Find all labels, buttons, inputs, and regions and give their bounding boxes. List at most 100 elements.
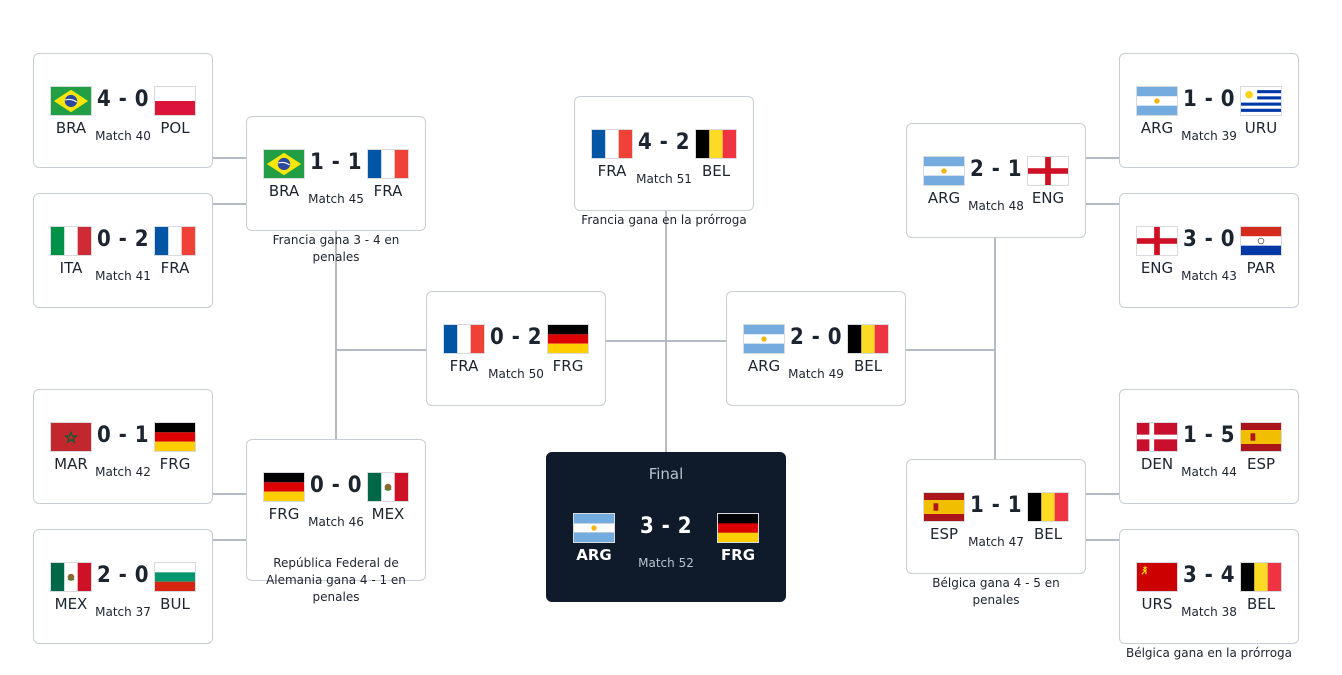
team-code-away: FRG [720,546,756,564]
team-code-home: FRA [597,162,627,180]
team-code-home: MEX [54,595,88,613]
england-flag-icon [1027,156,1069,186]
team-code-away: BEL [1033,525,1063,543]
team-code-home: FRA [449,357,479,375]
argentina-flag-icon [573,513,615,543]
match-label: Match 48 [968,199,1024,213]
team-code-away: FRG [552,357,584,375]
bulgaria-flag-icon [154,562,196,592]
match-card-49[interactable]: ARG BEL 2 - 0 Match 49 [726,291,906,406]
germany-flag-icon [154,422,196,452]
match-label: Match 37 [95,605,151,619]
team-code-away: PAR [1246,259,1276,277]
match-score: 1 - 1 [969,493,1023,518]
italy-flag-icon [50,226,92,256]
team-code-away: ESP [1246,455,1276,473]
connector-line [1085,493,1120,495]
match-note: Bélgica gana en la prórroga [1125,646,1293,660]
team-code-home: ENG [1140,259,1174,277]
match-label: Match 39 [1181,129,1237,143]
germany-flag-icon [717,513,759,543]
match-label: Match 49 [788,367,844,381]
mexico-flag-icon [367,472,409,502]
connector-line [1085,157,1120,159]
team-code-home: ARG [747,357,781,375]
team-code-home: ARG [576,546,612,564]
team-code-home: BRA [268,182,300,200]
match-card-37[interactable]: MEX BUL 2 - 0 Match 37 [33,529,213,644]
germany-flag-icon [547,324,589,354]
match-card-48[interactable]: ARG ENG 2 - 1 Match 48 [906,123,1086,238]
argentina-flag-icon [1136,86,1178,116]
france-flag-icon [367,149,409,179]
final-title: Final [648,465,684,483]
match-label: Match 40 [95,129,151,143]
mexico-flag-icon [50,562,92,592]
uruguay-flag-icon [1240,86,1282,116]
france-flag-icon [154,226,196,256]
match-label: Match 52 [638,556,694,570]
germany-flag-icon [263,472,305,502]
paraguay-flag-icon [1240,226,1282,256]
belgium-flag-icon [1240,562,1282,592]
team-code-home: BRA [55,119,87,137]
team-code-away: FRA [373,182,403,200]
match-score: 3 - 0 [1182,227,1236,252]
spain-flag-icon [923,492,965,522]
team-code-away: BEL [853,357,883,375]
match-label: Match 47 [968,535,1024,549]
team-code-away: BUL [160,595,190,613]
match-label: Match 45 [308,192,364,206]
match-score: 2 - 0 [789,325,843,350]
connector-line [335,349,427,351]
match-score: 2 - 1 [969,157,1023,182]
match-label: Match 46 [308,515,364,529]
france-flag-icon [443,324,485,354]
belgium-flag-icon [847,324,889,354]
match-score: 3 - 4 [1182,563,1236,588]
connector-line [212,157,247,159]
team-code-away: URU [1244,119,1278,137]
match-score: 0 - 1 [96,423,150,448]
brazil-flag-icon [50,86,92,116]
connector-line [905,349,995,351]
argentina-flag-icon [743,324,785,354]
team-code-away: BEL [1246,595,1276,613]
france-flag-icon [591,129,633,159]
match-score: 4 - 2 [637,130,691,155]
match-score: 0 - 2 [96,227,150,252]
connector-line [1085,539,1120,541]
team-code-home: ARG [1140,119,1174,137]
belgium-flag-icon [1027,492,1069,522]
team-code-home: ARG [927,189,961,207]
connector-line [212,539,247,541]
poland-flag-icon [154,86,196,116]
match-score: 0 - 0 [309,473,363,498]
belgium-flag-icon [695,129,737,159]
match-label: Match 42 [95,465,151,479]
brazil-flag-icon [263,149,305,179]
match-score: 2 - 0 [96,563,150,588]
team-code-away: POL [160,119,190,137]
team-code-home: FRG [268,505,300,523]
match-score: 0 - 2 [489,325,543,350]
match-label: Match 38 [1181,605,1237,619]
team-code-away: ENG [1031,189,1065,207]
connector-line [665,210,667,454]
team-code-away: FRA [160,259,190,277]
connector-line [1085,203,1120,205]
team-code-away: FRG [159,455,191,473]
